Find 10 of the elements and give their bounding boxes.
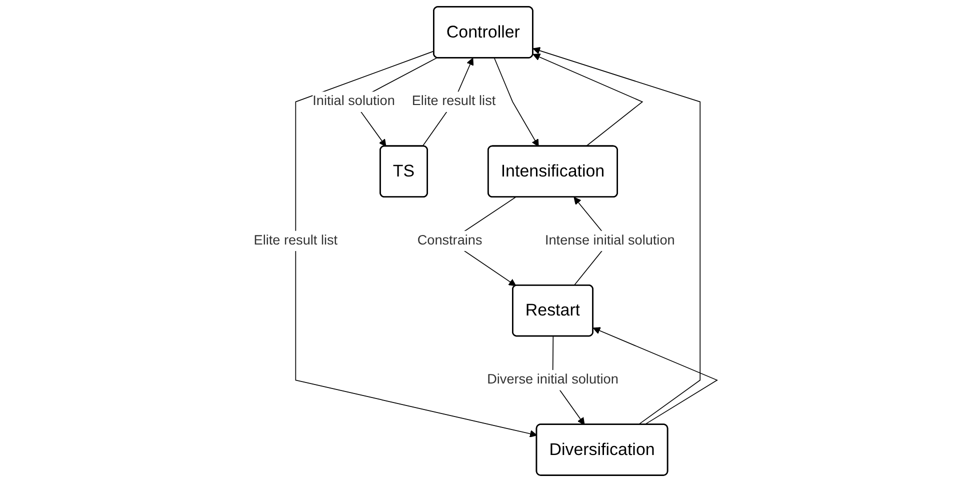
edge-label: Elite result list bbox=[254, 233, 338, 248]
arrow bbox=[295, 50, 538, 438]
edge-label: Constrains bbox=[417, 233, 482, 248]
edge-label: Elite result list bbox=[412, 94, 496, 109]
arrow bbox=[592, 327, 718, 426]
arrow bbox=[494, 58, 539, 147]
edge-label: Intense initial solution bbox=[545, 233, 675, 248]
edge-label: Initial solution bbox=[312, 94, 395, 109]
arrow bbox=[532, 54, 644, 147]
edge-label: Diverse initial solution bbox=[487, 372, 618, 387]
